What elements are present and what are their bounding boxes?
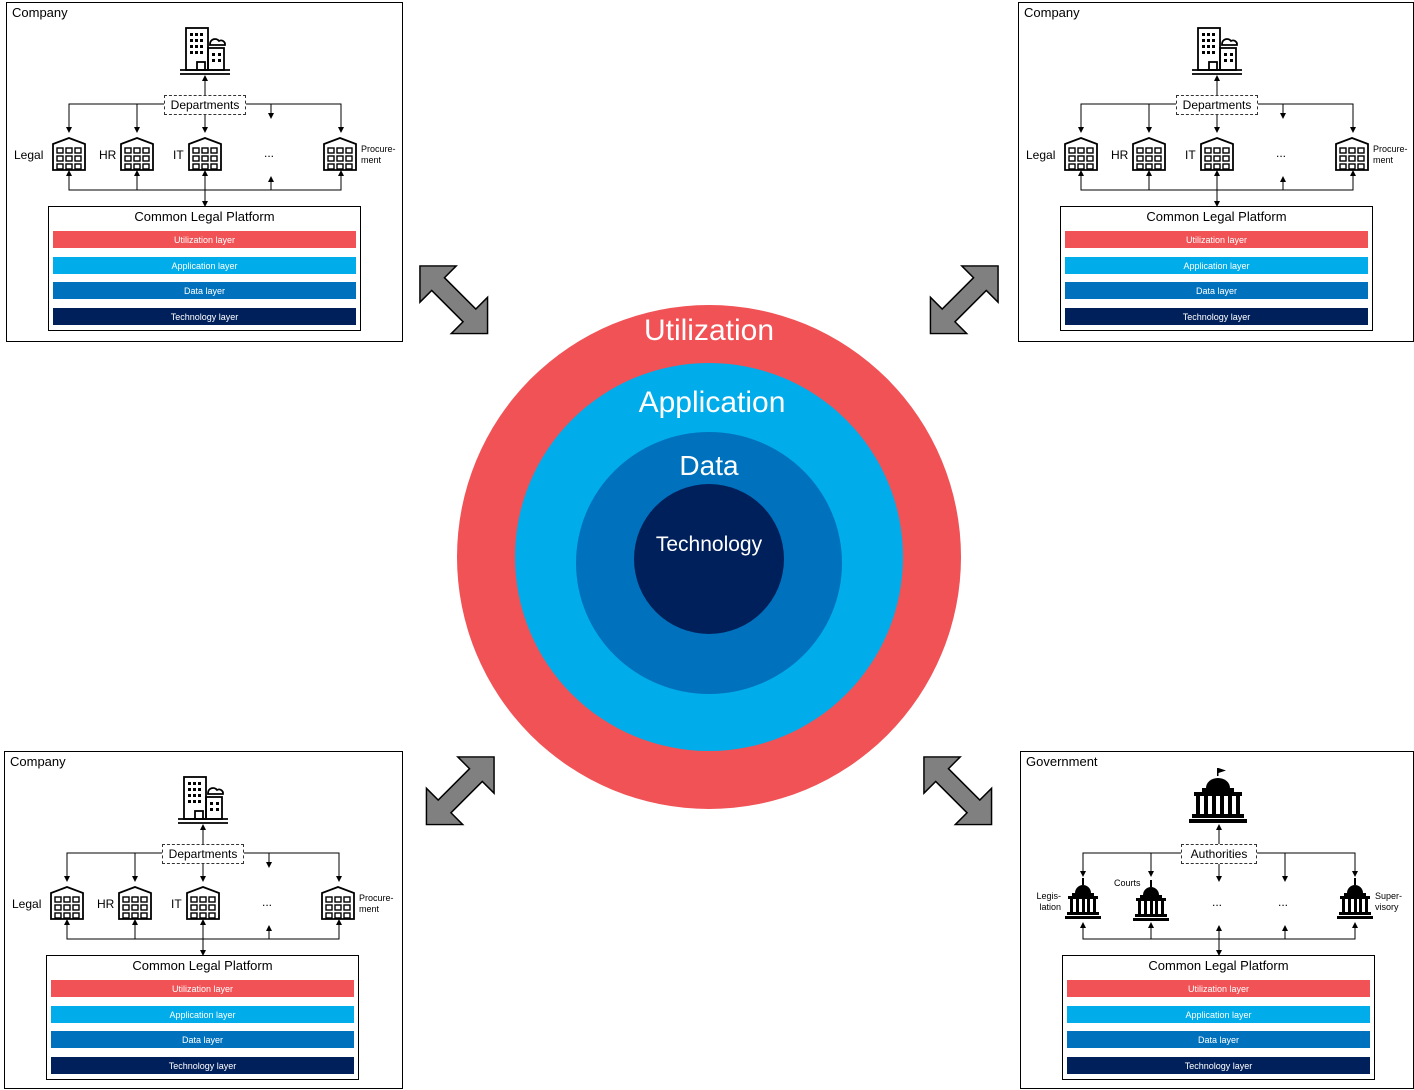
government-building-icon — [1189, 768, 1247, 823]
utilization-layer: Utilization layer — [53, 231, 356, 248]
capitol-icon — [1065, 878, 1101, 919]
office-building-icon — [188, 137, 222, 171]
office-building-icon — [1132, 137, 1166, 171]
headquarters-icon — [180, 27, 230, 75]
office-building-icon — [1064, 137, 1098, 171]
connector-lines — [64, 824, 342, 956]
company-panel-bottom-left: Company — [4, 751, 403, 1089]
departments-hub: Departments — [164, 95, 246, 115]
unit-label-procurement: Procure- ment — [361, 144, 396, 165]
data-label: Data — [679, 450, 739, 481]
unit-label-it: IT — [171, 897, 182, 911]
platform-title: Common Legal Platform — [1148, 958, 1289, 973]
double-arrow-top-right-icon — [929, 265, 999, 335]
common-legal-platform: Common Legal Platform Utilization layer … — [1060, 206, 1373, 331]
data-layer: Data layer — [51, 1031, 354, 1048]
unit-label-courts: Courts — [1114, 878, 1141, 888]
application-layer: Application layer — [1065, 257, 1368, 274]
technology-layer: Technology layer — [51, 1057, 354, 1074]
panel-title: Company — [1024, 5, 1080, 20]
technology-layer: Technology layer — [1067, 1057, 1370, 1074]
office-building-icon — [1200, 137, 1234, 171]
unit-label-it: IT — [1185, 148, 1196, 162]
authorities-hub: Authorities — [1181, 844, 1257, 864]
capitol-icon — [1133, 880, 1169, 921]
unit-label-procurement: Procure- ment — [359, 893, 394, 914]
common-legal-platform: Common Legal Platform Utilization layer … — [48, 206, 361, 331]
office-building-icon — [1335, 137, 1369, 171]
company-panel-top-left: Company — [6, 2, 403, 342]
platform-title: Common Legal Platform — [132, 958, 273, 973]
connector-lines — [1080, 824, 1358, 956]
office-building-icon — [186, 886, 220, 920]
unit-label-it: IT — [173, 148, 184, 162]
common-legal-platform: Common Legal Platform Utilization layer … — [46, 955, 359, 1080]
company-panel-top-right: Company — [1018, 2, 1414, 342]
headquarters-icon — [178, 776, 228, 824]
technology-core — [634, 484, 784, 634]
unit-label-hr: HR — [99, 148, 117, 162]
government-panel-bottom-right: Government — [1020, 751, 1414, 1089]
technology-label: Technology — [655, 533, 763, 556]
office-building-icon — [321, 886, 355, 920]
utilization-layer: Utilization layer — [1067, 980, 1370, 997]
application-label: Application — [638, 386, 786, 419]
office-building-icon — [50, 886, 84, 920]
application-layer: Application layer — [51, 1006, 354, 1023]
unit-label-legal: Legal — [12, 897, 42, 911]
technology-layer: Technology layer — [1065, 308, 1368, 325]
departments-hub: Departments — [162, 844, 244, 864]
platform-title: Common Legal Platform — [134, 209, 275, 224]
double-arrow-bottom-left-icon — [425, 756, 495, 826]
unit-ellipsis: ... — [264, 146, 275, 160]
office-building-icon — [120, 137, 154, 171]
office-building-icon — [118, 886, 152, 920]
unit-label-legal: Legal — [1026, 148, 1056, 162]
office-building-icon — [323, 137, 357, 171]
unit-label-hr: HR — [97, 897, 115, 911]
unit-ellipsis: ... — [1278, 895, 1289, 909]
utilization-layer: Utilization layer — [1065, 231, 1368, 248]
panel-title: Company — [10, 754, 66, 769]
unit-label-legislation: Legis- lation — [1036, 891, 1061, 912]
data-layer: Data layer — [1067, 1031, 1370, 1048]
double-arrow-bottom-right-icon — [923, 756, 993, 826]
unit-ellipsis: ... — [1276, 146, 1287, 160]
application-layer: Application layer — [1067, 1006, 1370, 1023]
technology-layer: Technology layer — [53, 308, 356, 325]
capitol-icon — [1337, 878, 1373, 919]
departments-hub: Departments — [1176, 95, 1258, 115]
common-legal-platform: Common Legal Platform Utilization layer … — [1062, 955, 1375, 1080]
double-arrow-top-left-icon — [419, 265, 489, 335]
unit-ellipsis: ... — [262, 895, 273, 909]
utilization-label: Utilization — [643, 314, 775, 347]
data-layer: Data layer — [1065, 282, 1368, 299]
headquarters-icon — [1192, 27, 1242, 75]
unit-label-legal: Legal — [14, 148, 44, 162]
panel-title: Government — [1026, 754, 1098, 769]
utilization-layer: Utilization layer — [51, 980, 354, 997]
unit-label-supervisory: Super- visory — [1375, 891, 1403, 912]
application-layer: Application layer — [53, 257, 356, 274]
connector-lines — [66, 75, 344, 207]
platform-title: Common Legal Platform — [1146, 209, 1287, 224]
office-building-icon — [52, 137, 86, 171]
connector-lines — [1078, 75, 1356, 207]
unit-label-hr: HR — [1111, 148, 1129, 162]
panel-title: Company — [12, 5, 68, 20]
data-layer: Data layer — [53, 282, 356, 299]
unit-label-procurement: Procure- ment — [1373, 144, 1408, 165]
unit-ellipsis: ... — [1212, 895, 1223, 909]
